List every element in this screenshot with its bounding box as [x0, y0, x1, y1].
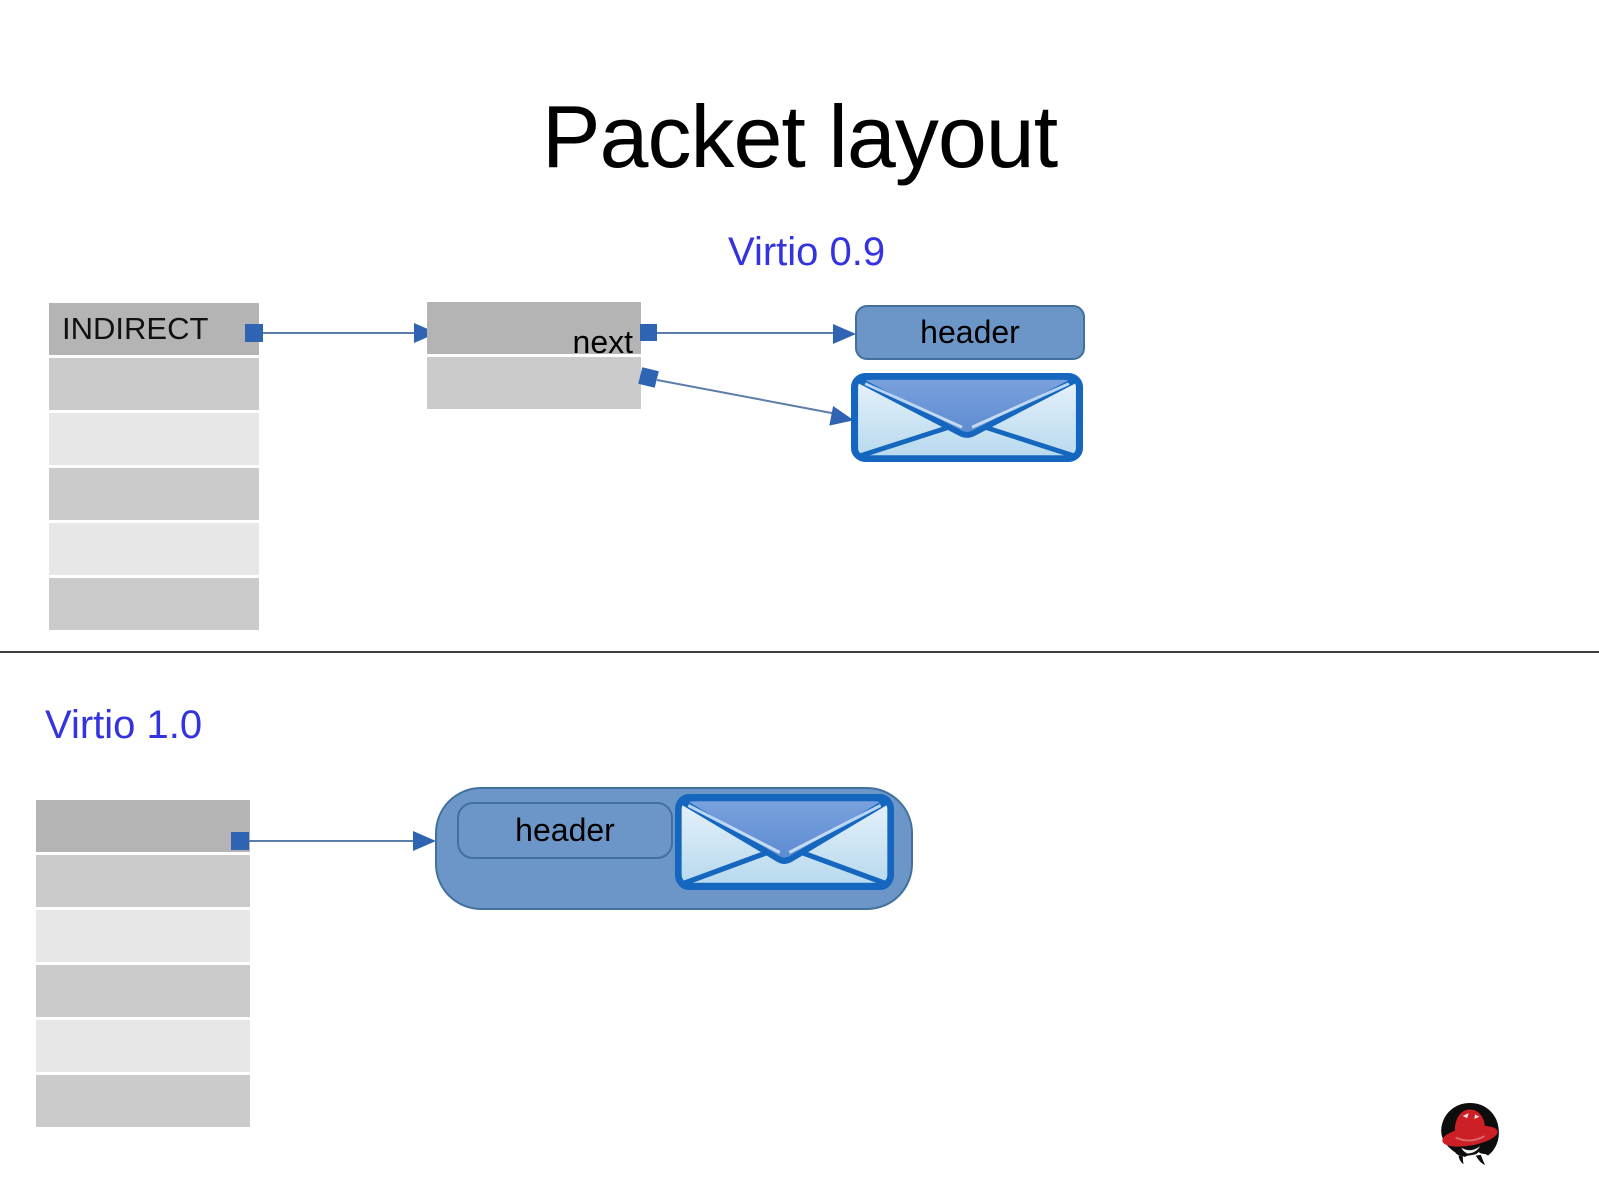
virtio10-descriptor-table — [36, 800, 250, 1130]
header-label: header — [515, 812, 615, 848]
table-row — [49, 468, 259, 520]
connector-square — [638, 367, 659, 388]
arrowhead-icon — [833, 324, 856, 344]
arrow-line — [263, 332, 418, 334]
table-row — [49, 523, 259, 575]
table-row — [427, 357, 641, 409]
arrow-line — [657, 332, 837, 334]
table-row — [36, 1075, 250, 1127]
envelope-icon — [675, 794, 894, 890]
arrow-line — [249, 840, 415, 842]
arrowhead-icon — [413, 831, 436, 851]
table-row: INDIRECT — [49, 303, 259, 355]
combined-packet-box: header — [435, 787, 913, 910]
next-field-label: next — [572, 324, 633, 360]
table-row — [49, 413, 259, 465]
page-title: Packet layout — [541, 87, 1058, 186]
table-row — [49, 578, 259, 630]
header-label: header — [920, 314, 1020, 350]
section-divider — [0, 651, 1599, 653]
indirect-descriptor-box: next — [427, 302, 641, 412]
table-row — [36, 1020, 250, 1072]
virtio09-label: Virtio 0.9 — [728, 230, 886, 274]
table-row — [36, 855, 250, 907]
connector-square — [231, 832, 249, 850]
table-row — [427, 302, 641, 354]
header-box: header — [457, 802, 673, 859]
row-label: INDIRECT — [62, 311, 209, 346]
virtio09-descriptor-table: INDIRECT — [49, 303, 259, 633]
red-hat-logo-icon — [1441, 1103, 1499, 1165]
virtio10-label: Virtio 1.0 — [45, 703, 203, 747]
arrow-line — [656, 379, 834, 415]
envelope-icon — [851, 373, 1083, 462]
table-row — [49, 358, 259, 410]
connector-square — [245, 324, 263, 342]
table-row — [36, 910, 250, 962]
table-row — [36, 965, 250, 1017]
connector-square — [640, 324, 657, 341]
table-row — [36, 800, 250, 852]
header-box: header — [855, 305, 1085, 360]
